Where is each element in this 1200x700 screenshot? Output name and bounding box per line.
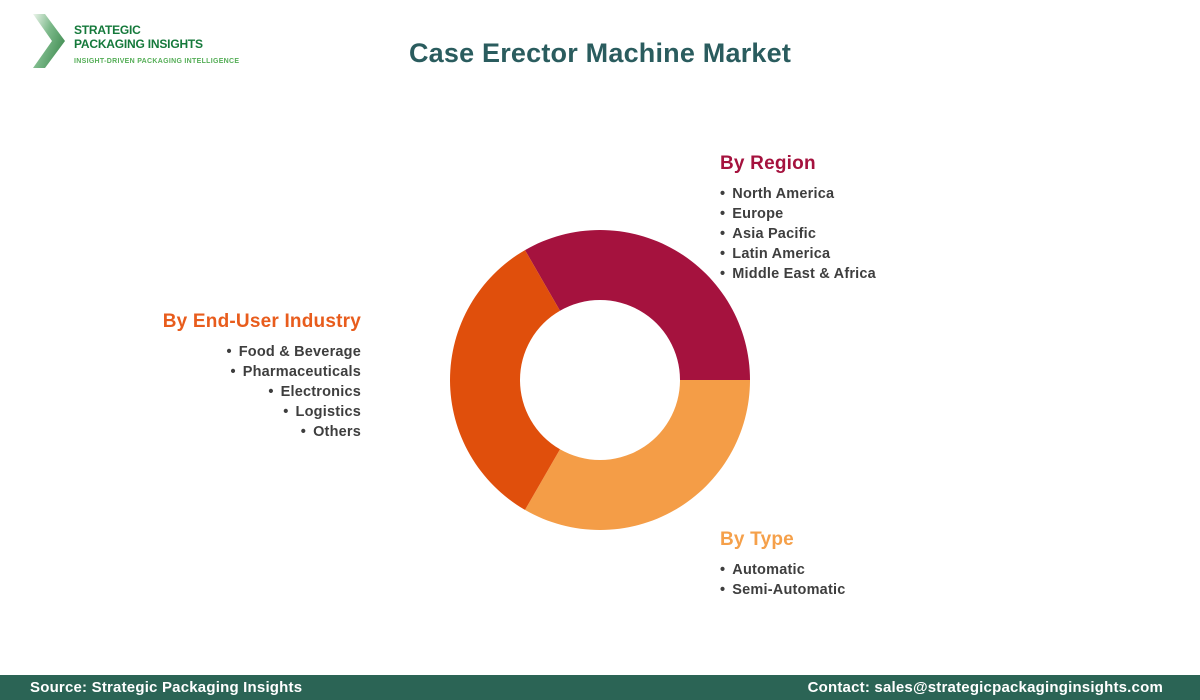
- section-by-type-title: By Type: [720, 529, 794, 550]
- footer-bar: Source: Strategic Packaging Insights Con…: [0, 675, 1200, 700]
- section-by-region-list: North AmericaEuropeAsia PacificLatin Ame…: [720, 184, 876, 284]
- donut-segment: [525, 380, 750, 530]
- list-item: Semi-Automatic: [720, 580, 845, 600]
- donut-segment: [525, 230, 750, 380]
- section-by-region: By Region North AmericaEuropeAsia Pacifi…: [720, 153, 876, 284]
- logo-line-2: PACKAGING INSIGHTS: [74, 37, 203, 51]
- brand-logo: STRATEGIC PACKAGING INSIGHTS INSIGHT-DRI…: [33, 14, 239, 68]
- list-item: Middle East & Africa: [720, 264, 876, 284]
- logo-tagline: INSIGHT-DRIVEN PACKAGING INTELLIGENCE: [74, 58, 240, 65]
- list-item: Others: [163, 422, 361, 442]
- list-item: Food & Beverage: [163, 342, 361, 362]
- list-item: North America: [720, 184, 876, 204]
- list-item: Pharmaceuticals: [163, 362, 361, 382]
- list-item: Asia Pacific: [720, 224, 876, 244]
- list-item: Automatic: [720, 560, 845, 580]
- donut-segment: [450, 250, 560, 510]
- section-by-region-title: By Region: [720, 153, 816, 174]
- section-by-end-user: By End-User Industry Food & BeveragePhar…: [163, 311, 361, 442]
- page-title: Case Erector Machine Market: [408, 38, 792, 69]
- footer-source-text: Source: Strategic Packaging Insights: [30, 679, 303, 696]
- list-item: Logistics: [163, 402, 361, 422]
- logo-text: STRATEGIC PACKAGING INSIGHTS INSIGHT-DRI…: [74, 14, 239, 65]
- section-by-end-user-title: By End-User Industry: [162, 311, 361, 332]
- list-item: Europe: [720, 204, 876, 224]
- footer-contact-text: Contact: sales@strategicpackaginginsight…: [807, 679, 1163, 696]
- list-item: Latin America: [720, 244, 876, 264]
- section-by-end-user-list: Food & BeveragePharmaceuticalsElectronic…: [163, 342, 361, 442]
- logo-line-1: STRATEGIC: [74, 23, 141, 37]
- list-item: Electronics: [163, 382, 361, 402]
- section-by-type: By Type AutomaticSemi-Automatic: [720, 529, 845, 600]
- chevron-right-icon: [33, 14, 65, 68]
- section-by-type-list: AutomaticSemi-Automatic: [720, 560, 845, 600]
